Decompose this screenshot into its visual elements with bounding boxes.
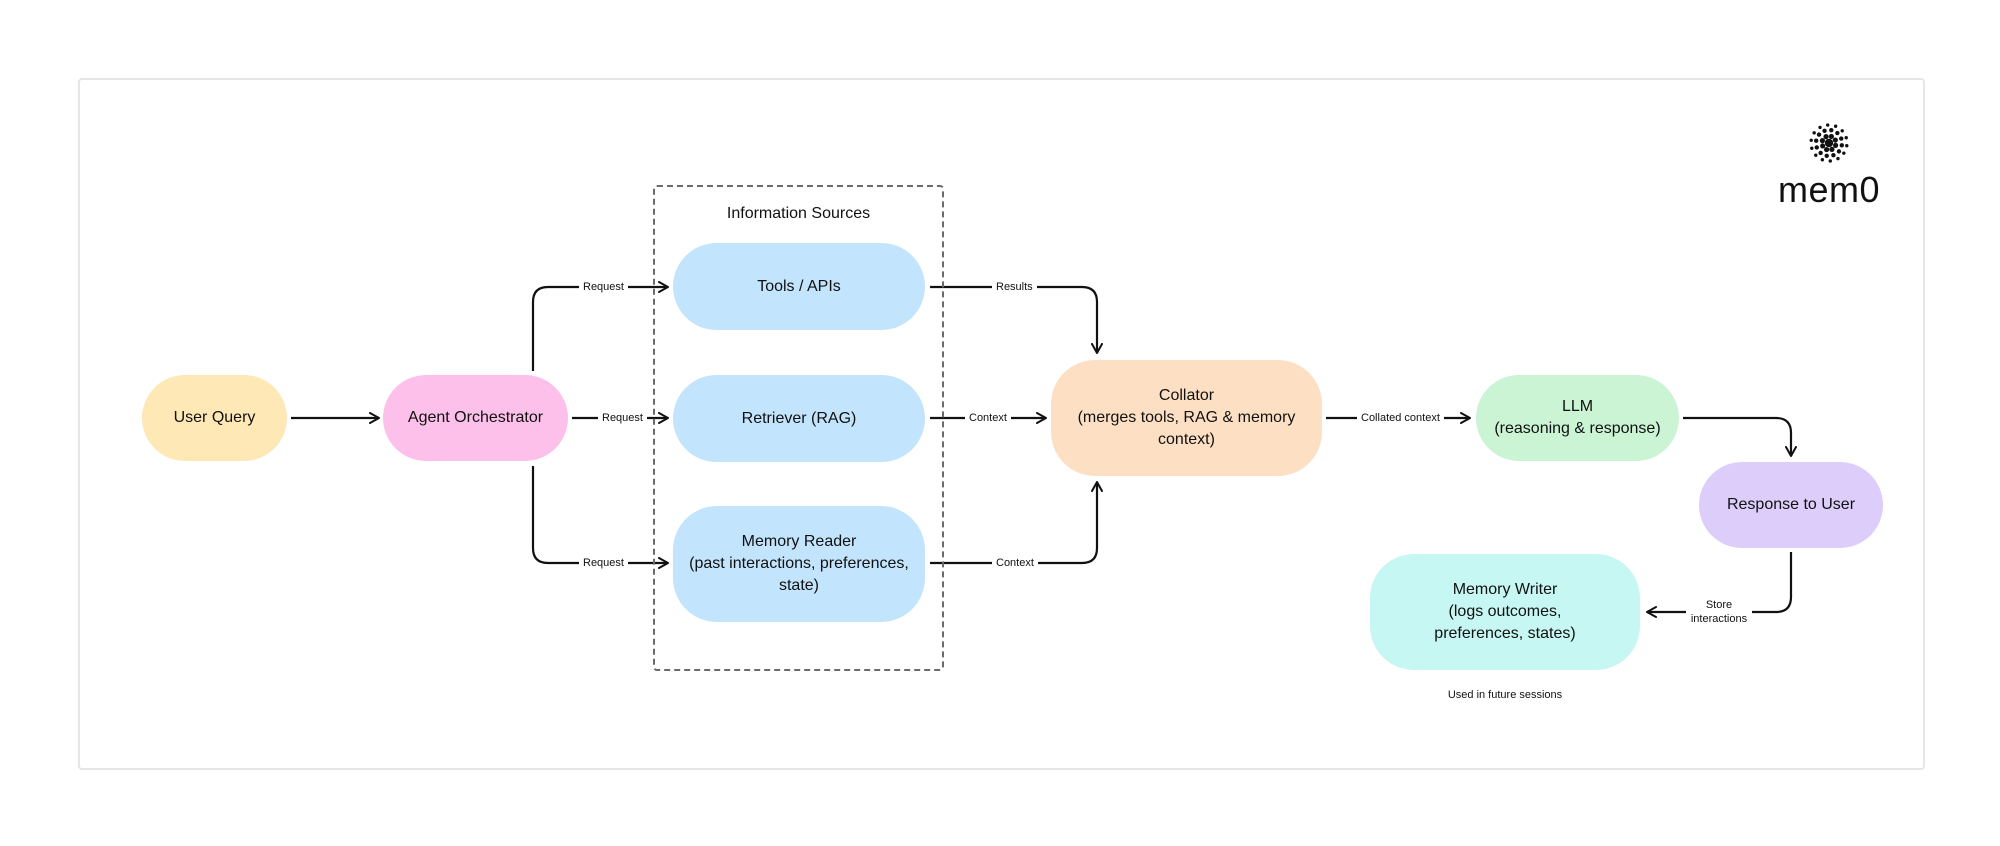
edge-label-context-memory: Context <box>992 556 1038 570</box>
logo-dot <box>1839 136 1844 141</box>
brand-name: mem0 <box>1777 169 1881 210</box>
node-label: Memory Reader (past interactions, prefer… <box>689 533 909 594</box>
edge-label-results: Results <box>992 280 1037 294</box>
logo-dot <box>1816 132 1822 137</box>
logo-dot <box>1826 123 1830 127</box>
logo-dot <box>1844 136 1848 140</box>
group-title: Information Sources <box>726 205 871 222</box>
node-llm: LLM (reasoning & response) <box>1476 375 1679 461</box>
node-label: Agent Orchestrator <box>407 409 544 426</box>
dotted-flower-icon <box>1809 123 1849 163</box>
logo-dot <box>1839 143 1844 148</box>
node-response-to-user: Response to User <box>1699 462 1883 548</box>
logo-dot <box>1829 146 1835 152</box>
node-label: LLM (reasoning & response) <box>1494 398 1661 437</box>
edge-label-store-interactions: Store interactions <box>1686 598 1752 626</box>
logo-dot <box>1831 153 1836 158</box>
logo-dot <box>1822 128 1827 133</box>
node-memory-writer: Memory Writer (logs outcomes, preference… <box>1370 554 1640 670</box>
logo-dot <box>1824 146 1830 153</box>
logo-dot <box>1818 125 1822 130</box>
edge-label-request-tools: Request <box>579 280 628 294</box>
node-retriever-rag: Retriever (RAG) <box>673 375 925 462</box>
information-sources-group: Information Sources <box>653 185 944 671</box>
edge-label-request-retriever: Request <box>598 411 647 425</box>
node-label: User Query <box>173 409 256 426</box>
logo-dot <box>1828 133 1834 140</box>
edge-label-request-memory: Request <box>579 556 628 570</box>
edge-label-collated-context: Collated context <box>1357 411 1444 425</box>
logo-dot <box>1824 153 1829 158</box>
logo-dot <box>1823 134 1829 140</box>
logo-dot <box>1828 159 1832 163</box>
edge-label-context-rag: Context <box>965 411 1011 425</box>
logo-dot <box>1824 138 1834 148</box>
logo-dot <box>1814 153 1818 157</box>
logo-dot <box>1809 138 1813 142</box>
mem0-logo: mem0 <box>1774 120 1884 210</box>
logo-dot <box>1820 158 1825 162</box>
logo-dot <box>1810 146 1814 150</box>
logo-dot <box>1812 131 1816 135</box>
node-label: Response to User <box>1726 496 1856 513</box>
logo-dot <box>1829 128 1834 133</box>
node-label: Tools / APIs <box>757 277 841 295</box>
logo-dot <box>1832 137 1838 143</box>
logo-dot <box>1833 124 1838 128</box>
logo-dot <box>1818 150 1823 156</box>
node-label: Collator (merges tools, RAG & memory con… <box>1077 387 1296 448</box>
node-tools-apis: Tools / APIs <box>673 243 925 330</box>
node-agent-orchestrator: Agent Orchestrator <box>383 375 568 461</box>
logo-dot <box>1814 145 1819 150</box>
logo-dot <box>1820 143 1826 149</box>
future-sessions-note: Used in future sessions <box>1447 689 1563 701</box>
node-collator: Collator (merges tools, RAG & memory con… <box>1051 360 1322 476</box>
node-label: Memory Writer (logs outcomes, preference… <box>1434 581 1576 642</box>
logo-dot <box>1842 151 1846 155</box>
logo-dot <box>1835 130 1840 136</box>
logo-dot <box>1836 156 1840 161</box>
node-label: Retriever (RAG) <box>741 409 857 427</box>
logo-dot <box>1819 138 1826 144</box>
logo-dot <box>1845 144 1849 148</box>
logo-dot <box>1814 138 1819 143</box>
logo-dot <box>1832 142 1839 148</box>
logo-dot <box>1840 129 1844 133</box>
node-user-query: User Query <box>142 375 287 461</box>
node-memory-reader: Memory Reader (past interactions, prefer… <box>673 506 925 622</box>
logo-dot <box>1836 149 1842 154</box>
